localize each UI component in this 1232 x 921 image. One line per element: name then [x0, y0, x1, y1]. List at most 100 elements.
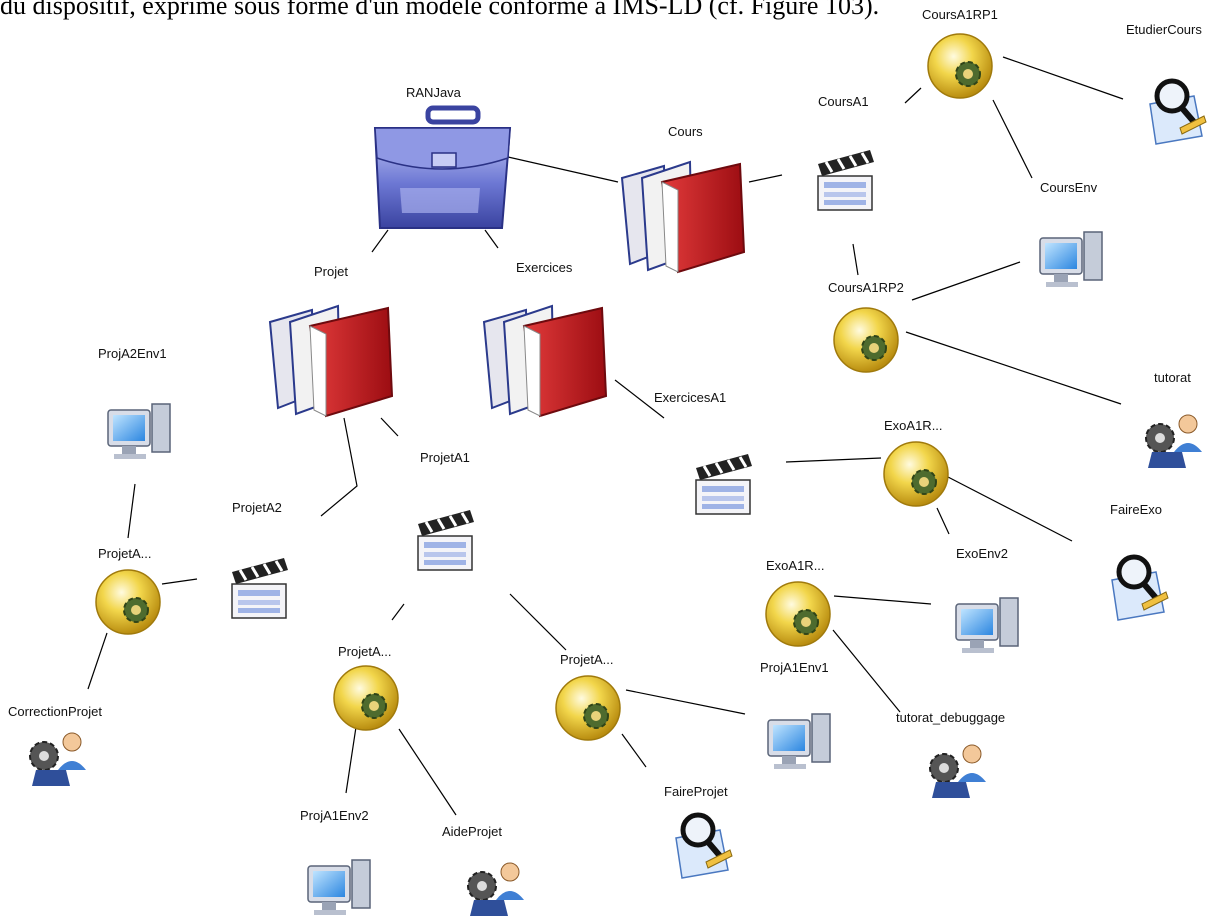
node-ranjava[interactable]: RANJava	[373, 85, 512, 229]
clapperboard-icon	[417, 510, 474, 571]
node-cours-a1[interactable]: CoursA1	[817, 94, 874, 211]
node-projet[interactable]: Projet	[268, 264, 394, 418]
edge-mid-pa1env2	[345, 726, 357, 794]
edge-mid-aide	[398, 728, 457, 816]
edge-coursa1-rp2	[852, 243, 859, 276]
node-proj-a2-env1[interactable]: ProjA2Env1	[98, 346, 171, 459]
node-cours-env[interactable]: CoursEnv	[1039, 180, 1103, 287]
node-aide-projet[interactable]: AideProjet	[442, 824, 524, 916]
node-projet-a-right[interactable]: ProjetA...	[555, 652, 621, 741]
computer-monitor-icon	[307, 859, 371, 915]
gear-ball-icon	[555, 675, 621, 741]
header-text: du dispositif, exprimé sous forme d'un m…	[0, 0, 880, 20]
node-label: Cours	[668, 124, 703, 139]
edge-rp2-coursenv	[911, 261, 1021, 301]
books-icon	[482, 304, 608, 418]
edge-rp2-tutorat	[905, 331, 1122, 405]
clapperboard-icon	[231, 558, 288, 619]
node-correction-projet[interactable]: CorrectionProjet	[8, 704, 102, 786]
node-exo-a1r-1[interactable]: ExoA1R...	[883, 418, 949, 507]
edge-ranjava-projet	[371, 229, 389, 253]
edge-rp1-coursenv	[992, 99, 1033, 179]
node-projet-a-left[interactable]: ProjetA...	[95, 546, 161, 635]
node-exo-a1r-2[interactable]: ExoA1R...	[765, 558, 831, 647]
clapperboard-icon	[695, 454, 752, 515]
node-faire-projet[interactable]: FaireProjet	[664, 784, 733, 879]
node-label: Exercices	[516, 260, 573, 275]
node-projet-a2[interactable]: ProjetA2	[231, 500, 288, 619]
node-tutorat-debuggage[interactable]: tutorat_debuggage	[896, 710, 1005, 798]
edge-rp1-etudier	[1002, 56, 1124, 100]
edge-right-faireprojet	[621, 733, 647, 768]
node-label: FaireProjet	[664, 784, 728, 799]
node-label: RANJava	[406, 85, 462, 100]
node-label: ExoA1R...	[766, 558, 825, 573]
node-etudier-cours[interactable]: EtudierCours	[1126, 22, 1207, 145]
node-label: tutorat	[1154, 370, 1191, 385]
node-cours-a1rp1[interactable]: CoursA1RP1	[922, 7, 998, 99]
edge-projet-projeta2	[320, 417, 358, 517]
node-exo-env2[interactable]: ExoEnv2	[955, 546, 1019, 653]
node-exercices-a1[interactable]: ExercicesA1	[654, 390, 752, 515]
node-cours-a1rp2[interactable]: CoursA1RP2	[828, 280, 904, 373]
computer-monitor-icon	[1039, 231, 1103, 287]
node-label: ProjA2Env1	[98, 346, 167, 361]
computer-monitor-icon	[955, 597, 1019, 653]
node-label: tutorat_debuggage	[896, 710, 1005, 725]
edge-left-pa2env	[127, 483, 136, 539]
node-label: ProjetA1	[420, 450, 470, 465]
gear-ball-icon	[883, 441, 949, 507]
edge-projet-projeta1	[380, 417, 399, 437]
node-exercices[interactable]: Exercices	[482, 260, 608, 418]
node-label: ProjetA...	[560, 652, 613, 667]
node-projet-a-mid[interactable]: ProjetA...	[333, 644, 399, 731]
edge-cours-coursa1	[748, 174, 783, 183]
edge-exo1-faireexo	[947, 476, 1073, 542]
edge-exo1-exoenv2	[936, 507, 950, 535]
node-label: ExercicesA1	[654, 390, 726, 405]
magnifier-document-icon	[675, 812, 733, 879]
node-label: ExoA1R...	[884, 418, 943, 433]
edge-exo2-tutdeb	[832, 629, 901, 713]
edge-ranjava-exercices	[484, 229, 499, 249]
gear-ball-icon	[95, 569, 161, 635]
node-proj-a1-env1[interactable]: ProjA1Env1	[760, 660, 831, 769]
node-cours[interactable]: Cours	[620, 124, 746, 274]
computer-monitor-icon	[767, 713, 831, 769]
edge-exo2-exoenv2	[833, 595, 932, 605]
edge-projeta1-right	[509, 593, 567, 651]
books-icon	[268, 304, 394, 418]
edge-left-correction	[87, 632, 108, 690]
edge-right-pa1env1	[625, 689, 746, 715]
gear-ball-icon	[333, 665, 399, 731]
node-label: ExoEnv2	[956, 546, 1008, 561]
edge-projeta2-left	[161, 578, 198, 585]
gears-person-icon	[467, 862, 524, 916]
clapperboard-icon	[817, 150, 874, 211]
edge-exercices-exa1	[614, 379, 665, 419]
edge-exa1-exo1	[785, 457, 882, 463]
node-projet-a1[interactable]: ProjetA1	[417, 450, 474, 571]
node-faire-exo[interactable]: FaireExo	[1110, 502, 1169, 621]
node-proj-a1-env2[interactable]: ProjA1Env2	[300, 808, 371, 915]
gear-ball-icon	[765, 581, 831, 647]
node-label: ProjetA...	[338, 644, 391, 659]
node-tutorat[interactable]: tutorat	[1145, 370, 1202, 468]
edge-ranjava-cours	[507, 156, 619, 183]
gear-ball-icon	[833, 307, 899, 373]
gear-ball-icon	[927, 33, 993, 99]
node-label: CoursA1RP1	[922, 7, 998, 22]
edge-projeta1-mid	[391, 603, 405, 621]
gears-person-icon	[929, 744, 986, 798]
node-label: CorrectionProjet	[8, 704, 102, 719]
gears-person-icon	[1145, 414, 1202, 468]
gears-person-icon	[29, 732, 86, 786]
node-label: CoursEnv	[1040, 180, 1098, 195]
edge-coursa1-rp1	[904, 87, 922, 104]
node-label: ProjetA2	[232, 500, 282, 515]
node-label: EtudierCours	[1126, 22, 1202, 37]
magnifier-document-icon	[1111, 554, 1169, 621]
node-label: AideProjet	[442, 824, 502, 839]
node-label: FaireExo	[1110, 502, 1162, 517]
